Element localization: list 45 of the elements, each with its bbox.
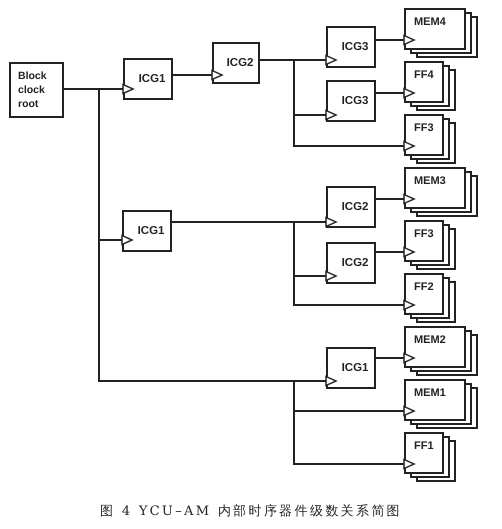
box-label: MEM4 bbox=[414, 16, 446, 29]
stacked-box bbox=[404, 114, 456, 164]
box-label: Block clock root bbox=[18, 69, 48, 111]
figure-caption: 图 4 YCU–AM 内部时序器件级数关系简图 bbox=[100, 503, 402, 521]
box-label: MEM1 bbox=[414, 387, 446, 400]
process-box bbox=[326, 80, 376, 122]
box-label: MEM3 bbox=[414, 175, 446, 188]
process-box bbox=[326, 26, 376, 68]
connector bbox=[376, 246, 415, 258]
stacked-box bbox=[404, 220, 456, 270]
box-label: ICG1 bbox=[138, 224, 164, 238]
connector bbox=[376, 352, 415, 364]
box-label: FF2 bbox=[414, 281, 434, 294]
process-box bbox=[122, 210, 172, 252]
stacked-box bbox=[404, 326, 478, 376]
stacked-box bbox=[404, 61, 456, 111]
box-label: FF4 bbox=[414, 69, 434, 82]
box-label: ICG2 bbox=[342, 200, 368, 214]
stacked-box bbox=[404, 8, 478, 58]
box-label: ICG3 bbox=[342, 94, 368, 108]
process-box bbox=[212, 42, 260, 84]
stacked-box bbox=[404, 379, 478, 429]
box-label: FF3 bbox=[414, 228, 434, 241]
connector bbox=[376, 34, 415, 46]
process-box bbox=[326, 347, 376, 389]
process-box bbox=[123, 58, 173, 100]
box-label: MEM2 bbox=[414, 334, 446, 347]
stacked-box bbox=[404, 167, 478, 217]
connector bbox=[376, 88, 415, 98]
connector bbox=[173, 70, 223, 80]
connector bbox=[172, 221, 415, 310]
box-label: FF3 bbox=[414, 122, 434, 135]
stacked-box bbox=[404, 273, 456, 323]
box-label: ICG1 bbox=[342, 361, 368, 375]
box-label: FF1 bbox=[414, 440, 434, 453]
box-label: ICG1 bbox=[138, 72, 166, 86]
clock-root-box bbox=[9, 62, 64, 118]
process-box bbox=[326, 186, 376, 228]
stacked-box bbox=[404, 432, 456, 482]
connector bbox=[376, 194, 415, 204]
process-box bbox=[326, 242, 376, 284]
connector bbox=[260, 59, 415, 152]
box-label: ICG2 bbox=[226, 56, 254, 70]
box-label: ICG3 bbox=[342, 40, 368, 54]
box-label: ICG2 bbox=[342, 256, 368, 270]
